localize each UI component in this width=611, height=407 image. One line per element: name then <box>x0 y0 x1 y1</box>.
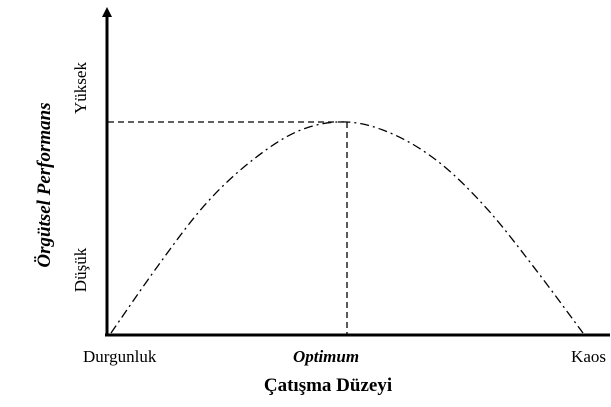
x-axis-title: Çatışma Düzeyi <box>264 375 392 396</box>
y-tick-dusuk: Düşük <box>71 247 90 292</box>
series-group <box>110 121 584 334</box>
y-tick-yuksek: Yüksek <box>71 62 90 114</box>
series-line-0 <box>110 121 584 334</box>
x-tick-durgunluk: Durgunluk <box>83 347 157 366</box>
x-tick-optimum: Optimum <box>293 347 359 366</box>
optimum-guides <box>108 121 348 335</box>
y-axis-title: Örgütsel Performans <box>34 102 55 267</box>
x-tick-kaos: Kaos <box>571 347 606 366</box>
